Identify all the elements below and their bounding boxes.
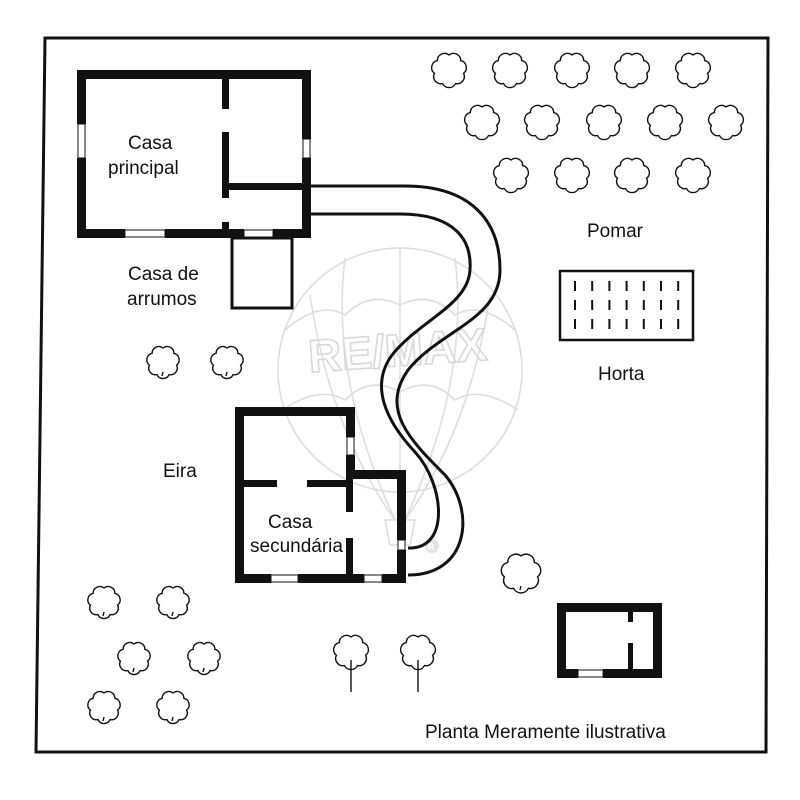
casa-arrumos-label-1: Casa de <box>128 264 199 285</box>
property-boundary <box>34 36 770 754</box>
tree-trunk-mark <box>132 667 135 673</box>
horta-plants <box>574 281 680 329</box>
tree-icon <box>156 585 190 620</box>
tree-icon <box>553 52 591 89</box>
casa-secundaria-windows <box>270 436 406 583</box>
tree-trunk-mark <box>519 585 522 591</box>
pomar-label: Pomar <box>587 221 644 242</box>
tree-icon <box>492 157 530 194</box>
tree-icon <box>500 553 542 594</box>
tree-trunk-mark <box>102 716 105 722</box>
tree-icon <box>707 104 745 141</box>
tree-icon <box>523 104 561 141</box>
tree-icon <box>674 157 712 194</box>
driveway-path <box>309 184 502 577</box>
annex-building <box>557 603 662 678</box>
casa-arrumos-label-2: arrumos <box>127 289 197 310</box>
eira-label: Eira <box>163 461 197 482</box>
horta-label: Horta <box>598 364 645 385</box>
tree-trunk-mark <box>102 611 105 617</box>
tree-icon <box>146 345 180 380</box>
svg-text:R: R <box>428 542 435 552</box>
tree-trunk-mark <box>171 716 174 722</box>
casa-secundaria-label-2: secundária <box>250 536 343 557</box>
eira-trees <box>146 345 244 380</box>
casa-principal-label-2: principal <box>108 158 179 179</box>
casa-principal-label-1: Casa <box>128 133 173 154</box>
annex-window <box>577 669 604 678</box>
tree-icon <box>187 641 221 676</box>
tree-icon <box>463 104 501 141</box>
plan-caption: Planta Meramente ilustrativa <box>425 722 666 743</box>
tree-icon <box>156 690 190 725</box>
tree-icon <box>430 52 468 89</box>
tree-trunk-mark <box>171 611 174 617</box>
pomar-trees <box>430 52 745 194</box>
casa-arrumos-building <box>230 236 294 310</box>
tree-icon <box>87 585 121 620</box>
tree-icon <box>674 52 712 89</box>
tree-icon <box>553 157 591 194</box>
tree-icon <box>117 641 151 676</box>
casa-secundaria-building <box>235 407 406 583</box>
casa-principal-windows <box>77 123 311 238</box>
tree-trunk-mark <box>225 371 228 377</box>
tree-icon <box>87 690 121 725</box>
tree-trunk-mark <box>202 667 205 673</box>
tree-icon <box>613 157 651 194</box>
casa-principal-building <box>77 70 311 238</box>
tree-icon <box>613 52 651 89</box>
tree-icon <box>646 104 684 141</box>
tree-icon <box>585 104 623 141</box>
tree-icon <box>210 345 244 380</box>
tree-icon <box>491 52 529 89</box>
tree-trunk-mark <box>161 371 164 377</box>
casa-secundaria-label-1: Casa <box>268 512 313 533</box>
horta-bed <box>558 269 695 342</box>
garden-trees <box>87 553 542 725</box>
